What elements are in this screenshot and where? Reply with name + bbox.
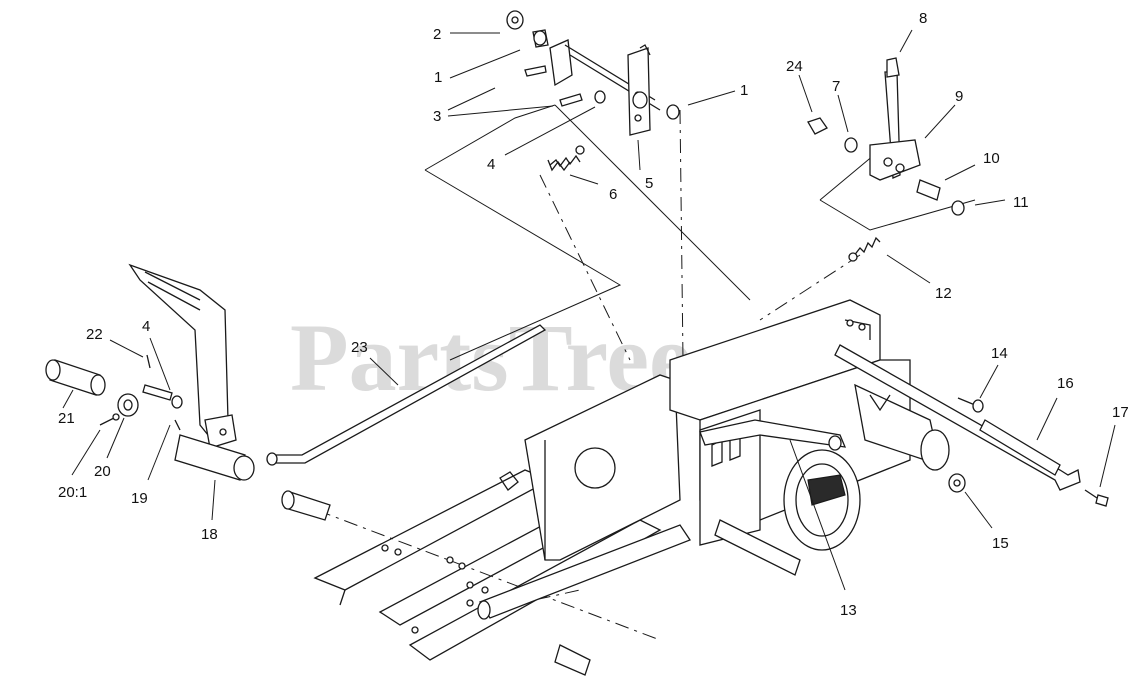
callout-22: 22 (86, 326, 103, 343)
callout-17: 17 (1112, 404, 1129, 421)
callout-18: 18 (201, 526, 218, 543)
hand-lever-assembly (807, 57, 965, 262)
main-frame (313, 299, 950, 676)
right-rod-assembly (699, 344, 1109, 507)
callout-13: 13 (840, 602, 857, 619)
leader-lines (62, 29, 1116, 591)
pedal-hardware (45, 354, 183, 431)
callout-14: 14 (991, 345, 1008, 362)
brake-pedal-assembly (128, 263, 331, 521)
callout-11: 11 (1013, 194, 1029, 211)
callout-4-top: 4 (487, 156, 495, 173)
callout-8: 8 (919, 10, 927, 27)
callout-1-top: 1 (434, 69, 442, 86)
callout-3: 3 (433, 108, 441, 125)
linkage-rod-23 (266, 324, 547, 466)
top-bracket-assembly (506, 10, 680, 172)
rail-holes (381, 544, 489, 634)
callout-20: 20 (94, 463, 111, 480)
callout-19: 19 (131, 490, 148, 507)
callout-24: 24 (786, 58, 803, 75)
callout-20-1: 20:1 (58, 484, 87, 501)
callout-6: 6 (609, 186, 617, 203)
callout-5: 5 (645, 175, 653, 192)
callout-9: 9 (955, 88, 963, 105)
callout-4-left: 4 (142, 318, 150, 335)
callout-7: 7 (832, 78, 840, 95)
callout-15: 15 (992, 535, 1009, 552)
callout-1-right: 1 (740, 82, 748, 99)
callout-labels: 2 1 3 4 5 6 1 8 24 7 9 10 11 12 22 4 23 … (58, 10, 1129, 619)
callout-21: 21 (58, 410, 75, 427)
callout-16: 16 (1057, 375, 1074, 392)
callout-23: 23 (351, 339, 368, 356)
callout-2: 2 (433, 26, 441, 43)
callout-12: 12 (935, 285, 952, 302)
callout-10: 10 (983, 150, 1000, 167)
